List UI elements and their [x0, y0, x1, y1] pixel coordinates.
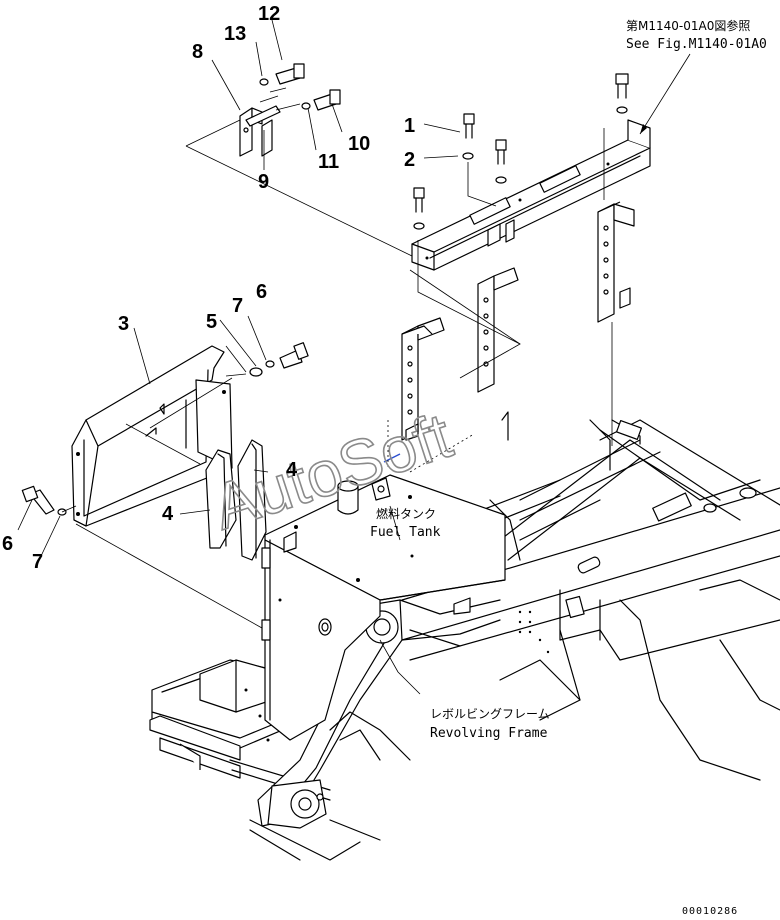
- callout-8: 8: [192, 41, 203, 63]
- callout-numbers: 1 2 3 4 4 5 6 6 7 7 8 9 10 11 12 13: [2, 3, 415, 573]
- fastener-set-lower: [21, 485, 67, 516]
- mount-beam: [411, 119, 651, 271]
- bolt-set-beam: [413, 73, 629, 230]
- small-bracket: [239, 105, 281, 157]
- support-bracket-right: [597, 201, 635, 323]
- callout-7-lower: 7: [32, 551, 43, 573]
- callout-9: 9: [258, 171, 269, 193]
- support-bracket-left: [401, 317, 445, 441]
- fastener-set-upper: [249, 342, 309, 377]
- callout-13: 13: [224, 23, 246, 45]
- guard-plate: [71, 345, 233, 527]
- see-fig-label-jp: 第M1140-01A0図参照: [626, 18, 750, 33]
- fuel-tank: [261, 453, 506, 741]
- fuel-tank-label-jp: 燃料タンク: [376, 506, 436, 521]
- callout-7-upper: 7: [232, 295, 243, 317]
- rivet-row: [518, 610, 550, 654]
- support-bracket-center: [477, 267, 519, 441]
- callout-3: 3: [118, 313, 129, 335]
- callout-5: 5: [206, 311, 217, 333]
- text-labels: 第M1140-01A0図参照 See Fig.M1140-01A0 燃料タンク …: [370, 18, 767, 917]
- fuel-tank-label-en: Fuel Tank: [370, 525, 441, 540]
- assembly-lines: [17, 19, 691, 695]
- callout-11: 11: [318, 151, 339, 173]
- boom-bracket: [249, 599, 501, 861]
- callout-10: 10: [348, 133, 370, 155]
- callout-6-lower: 6: [2, 533, 13, 555]
- revolving-frame-label-en: Revolving Frame: [430, 726, 548, 741]
- callout-1: 1: [404, 115, 415, 137]
- callout-4-lower: 4: [162, 503, 174, 525]
- revolving-frame: [299, 419, 780, 781]
- revolving-frame-label-jp: レボルビングフレーム: [430, 707, 550, 721]
- callout-6-upper: 6: [256, 281, 267, 303]
- drawing-code: 00010286: [682, 906, 738, 917]
- see-fig-label-en: See Fig.M1140-01A0: [626, 37, 767, 52]
- callout-12: 12: [258, 3, 280, 25]
- fastener-set-top: [259, 63, 341, 111]
- side-panel-pair: [205, 439, 267, 561]
- callout-2: 2: [404, 149, 415, 171]
- callout-4-upper: 4: [286, 459, 298, 481]
